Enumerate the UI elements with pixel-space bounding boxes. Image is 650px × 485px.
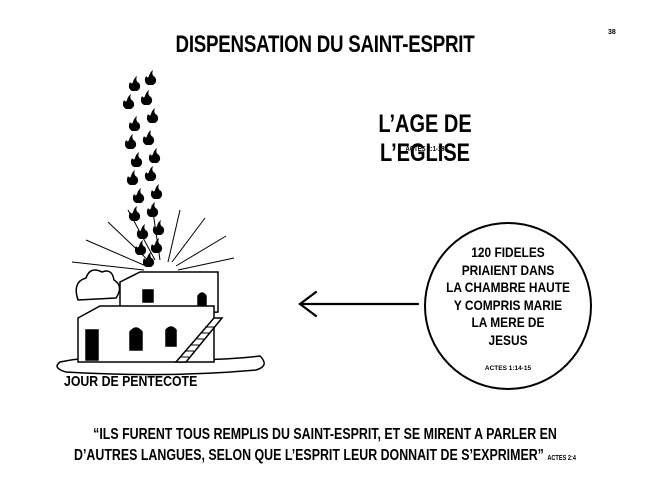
quote-line-1: “ILS FURENT TOUS REMPLIS DU SAINT-ESPRIT… (93, 426, 557, 443)
info-circle (424, 222, 592, 390)
flame-icon (146, 108, 159, 123)
flame-icon (144, 166, 157, 181)
flame-icon (128, 116, 141, 131)
flame-icon (126, 170, 139, 185)
flame-icon (128, 76, 141, 91)
arrow-left-icon (298, 290, 420, 318)
flame-icon (124, 134, 137, 149)
flame-icon (134, 240, 147, 255)
quote-block: “ILS FURENT TOUS REMPLIS DU SAINT-ESPRIT… (0, 424, 650, 469)
illustration-caption: JOUR DE PENTECOTE (64, 373, 198, 390)
flame-icon (144, 70, 157, 85)
flame-icon (122, 94, 135, 109)
subtitle-reference: ACTES 2:1-18 (405, 146, 445, 153)
circle-line: JESUS (488, 331, 528, 348)
quote-line-2-text: D’AUTRES LANGUES, SELON QUE L’ESPRIT LEU… (74, 447, 544, 464)
circle-text: 120 FIDELES PRIAIENT DANS LA CHAMBRE HAU… (424, 244, 592, 349)
flame-icon (140, 90, 153, 105)
page-number: 38 (608, 29, 616, 36)
flame-icon (150, 184, 163, 199)
flame-icon (130, 152, 143, 167)
flames-group (122, 70, 165, 267)
circle-line: Y COMPRIS MARIE (453, 296, 563, 313)
circle-line: LA MERE DE (471, 314, 545, 330)
flame-icon (142, 130, 155, 145)
flame-icon (132, 188, 145, 203)
quote-line-2: D’AUTRES LANGUES, SELON QUE L’ESPRIT LEU… (65, 445, 585, 469)
flame-icon (128, 206, 141, 221)
flame-icon (136, 224, 149, 239)
flame-icon (142, 252, 155, 267)
circle-line: PRIAIENT DANS (461, 261, 555, 278)
flame-icon (150, 238, 163, 253)
house-icon (56, 204, 265, 376)
circle-line: LA CHAMBRE HAUTE (446, 279, 570, 295)
circle-line: 120 FIDELES (471, 244, 545, 260)
subtitle: L’AGE DE L’EGLISE (378, 110, 472, 167)
quote-reference: ACTES 2:4 (547, 455, 576, 462)
flame-icon (148, 148, 161, 163)
circle-reference: ACTES 1:14-15 (484, 365, 532, 372)
page-title: DISPENSATION DU SAINT-ESPRIT (175, 31, 475, 58)
